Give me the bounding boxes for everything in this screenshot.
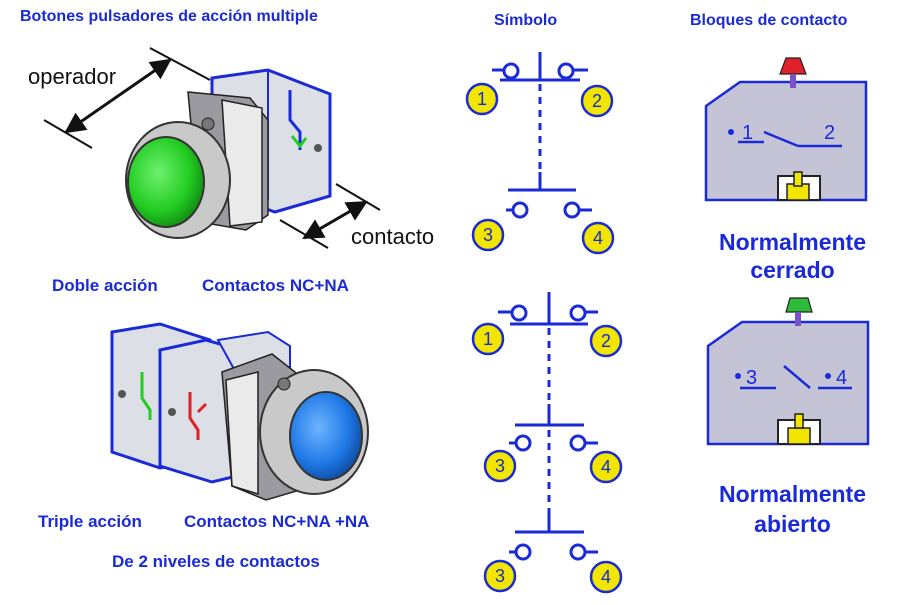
no-label-line2: abierto	[754, 511, 831, 537]
double-action-caption: Doble acción	[52, 276, 158, 295]
number-badge-3: 3	[483, 449, 517, 483]
contact-dimension	[279, 183, 381, 249]
number-badge-3: 3	[471, 218, 505, 252]
double-action-pushbutton	[125, 68, 332, 239]
svg-text:3: 3	[495, 456, 505, 476]
number-badge-4: 4	[581, 221, 615, 255]
green-button-cap	[127, 136, 205, 228]
svg-text:3: 3	[495, 566, 505, 586]
svg-text:1: 1	[483, 329, 493, 349]
no-terminal-4: 4	[836, 367, 847, 389]
nc-label-line1: Normalmente	[719, 229, 866, 255]
symbol-triple-action	[498, 292, 598, 561]
svg-text:4: 4	[601, 457, 611, 477]
operator-dimension	[43, 47, 211, 149]
svg-text:4: 4	[593, 228, 603, 248]
contact-blocks-title: Bloques de contacto	[690, 12, 848, 29]
double-contacts-caption: Contactos NC+NA	[202, 276, 349, 295]
left-title: Botones pulsadores de acción multiple	[20, 8, 318, 25]
svg-text:2: 2	[601, 331, 611, 351]
number-badge-1: 1	[471, 322, 505, 356]
triple-contacts-caption: Contactos NC+NA +NA	[184, 512, 370, 531]
svg-text:2: 2	[592, 91, 602, 111]
nc-contact-block	[704, 57, 868, 202]
levels-caption: De 2 niveles de contactos	[112, 552, 320, 571]
blue-button-cap	[289, 391, 363, 481]
no-actuator	[785, 297, 813, 313]
number-badge-2: 2	[589, 324, 623, 358]
triple-action-pushbutton	[110, 322, 369, 501]
symbol-title: Símbolo	[494, 12, 558, 29]
svg-text:1: 1	[477, 89, 487, 109]
number-badge-4: 4	[589, 560, 623, 594]
number-badge-1: 1	[465, 82, 499, 116]
triple-action-caption: Triple acción	[38, 512, 142, 531]
svg-text:3: 3	[483, 225, 493, 245]
nc-actuator	[779, 57, 807, 75]
number-badge-3: 3	[483, 559, 517, 593]
no-contact-block	[706, 297, 870, 446]
no-terminal-3: 3	[746, 367, 757, 389]
no-label-line1: Normalmente	[719, 481, 866, 507]
number-badge-4: 4	[589, 450, 623, 484]
svg-text:4: 4	[601, 567, 611, 587]
nc-terminal-2: 2	[824, 122, 835, 144]
symbol-double-action	[492, 52, 592, 219]
nc-terminal-1: 1	[742, 122, 753, 144]
nc-label-line2: cerrado	[750, 257, 835, 283]
number-badge-2: 2	[580, 84, 614, 118]
